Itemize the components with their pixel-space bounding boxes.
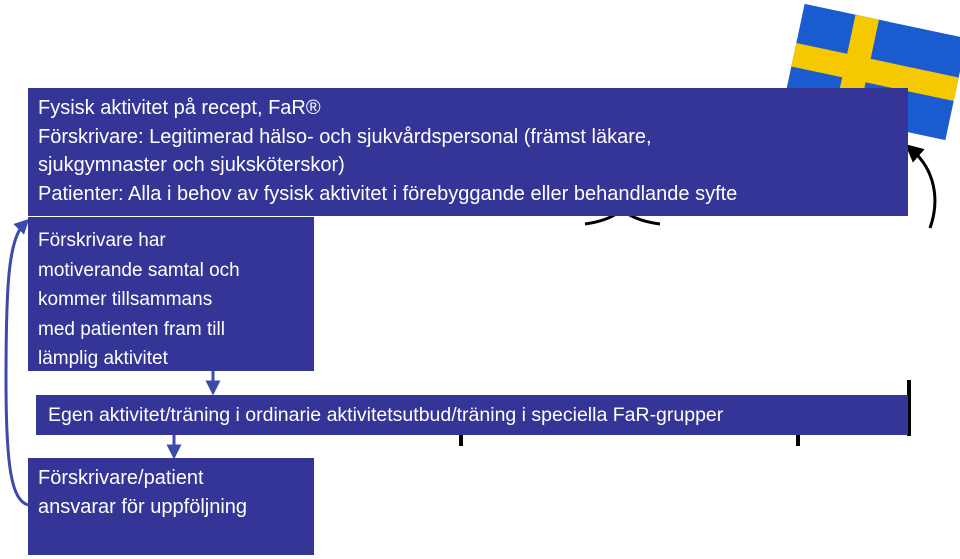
- followup-text-line: ansvarar för uppföljning: [38, 495, 248, 518]
- prescriber-text-line: kommer tillsammans: [38, 289, 213, 310]
- patients-line: Patienter: Alla i behov av fysisk aktivi…: [38, 182, 738, 205]
- prescriber-step-box: Förskrivare har motiverande samtal och k…: [28, 217, 314, 371]
- prescriber-text-line: motiverande samtal och: [38, 259, 240, 281]
- activity-text: Egen aktivitet/träning i ordinarie aktiv…: [48, 404, 724, 426]
- far-info-box: Fysisk aktivitet på recept, FaR® Förskri…: [28, 88, 908, 216]
- prescribers-line-continued: sjukgymnaster och sjuksköterskor): [38, 154, 345, 176]
- followup-step-box: Förskrivare/patient ansvarar för uppfölj…: [28, 458, 314, 555]
- prescriber-text-line: lämplig aktivitet: [38, 348, 168, 369]
- loop-arrow-left: [4, 218, 30, 507]
- prescriber-text-line: Förskrivare har: [38, 230, 166, 251]
- prescriber-text-line: med patienten fram till: [38, 318, 225, 340]
- followup-text-line: Förskrivare/patient: [38, 467, 204, 489]
- prescribers-line: Förskrivare: Legitimerad hälso- och sjuk…: [38, 125, 652, 148]
- feedback-arrow-right: [905, 144, 937, 229]
- far-title: Fysisk aktivitet på recept, FaR®: [38, 97, 321, 119]
- activity-step-box: Egen aktivitet/träning i ordinarie aktiv…: [36, 395, 908, 435]
